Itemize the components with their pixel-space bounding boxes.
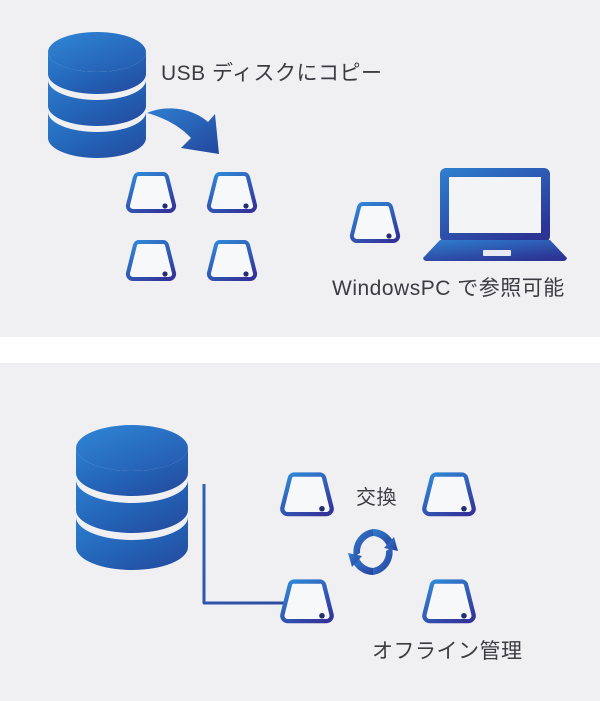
usb-copy-panel: USB ディスクにコピー WindowsPC で参照可能	[0, 0, 600, 337]
disk-drive-icon	[276, 575, 338, 633]
label-exchange: 交換	[356, 487, 397, 509]
disk-drive-icon	[203, 168, 261, 222]
laptop-icon	[423, 166, 569, 262]
database-cylinder-icon	[70, 425, 195, 577]
sync-arrows-icon	[342, 521, 404, 583]
label-usb-copy: USB ディスクにコピー	[161, 62, 383, 85]
disk-drive-icon	[122, 168, 180, 222]
curved-arrow-icon	[145, 104, 237, 164]
label-offline-management: オフライン管理	[372, 640, 523, 663]
disk-drive-icon	[346, 198, 404, 252]
disk-drive-icon	[122, 236, 180, 290]
disk-drive-icon	[276, 468, 338, 526]
panel-divider	[0, 337, 600, 363]
database-cylinder-icon	[42, 32, 152, 164]
disk-drive-icon	[418, 468, 480, 526]
label-windows-pc: WindowsPC で参照可能	[332, 277, 565, 300]
disk-drive-icon	[203, 236, 261, 290]
disk-drive-icon	[418, 575, 480, 633]
offline-management-panel: 交換 オフライン管理	[0, 363, 600, 701]
